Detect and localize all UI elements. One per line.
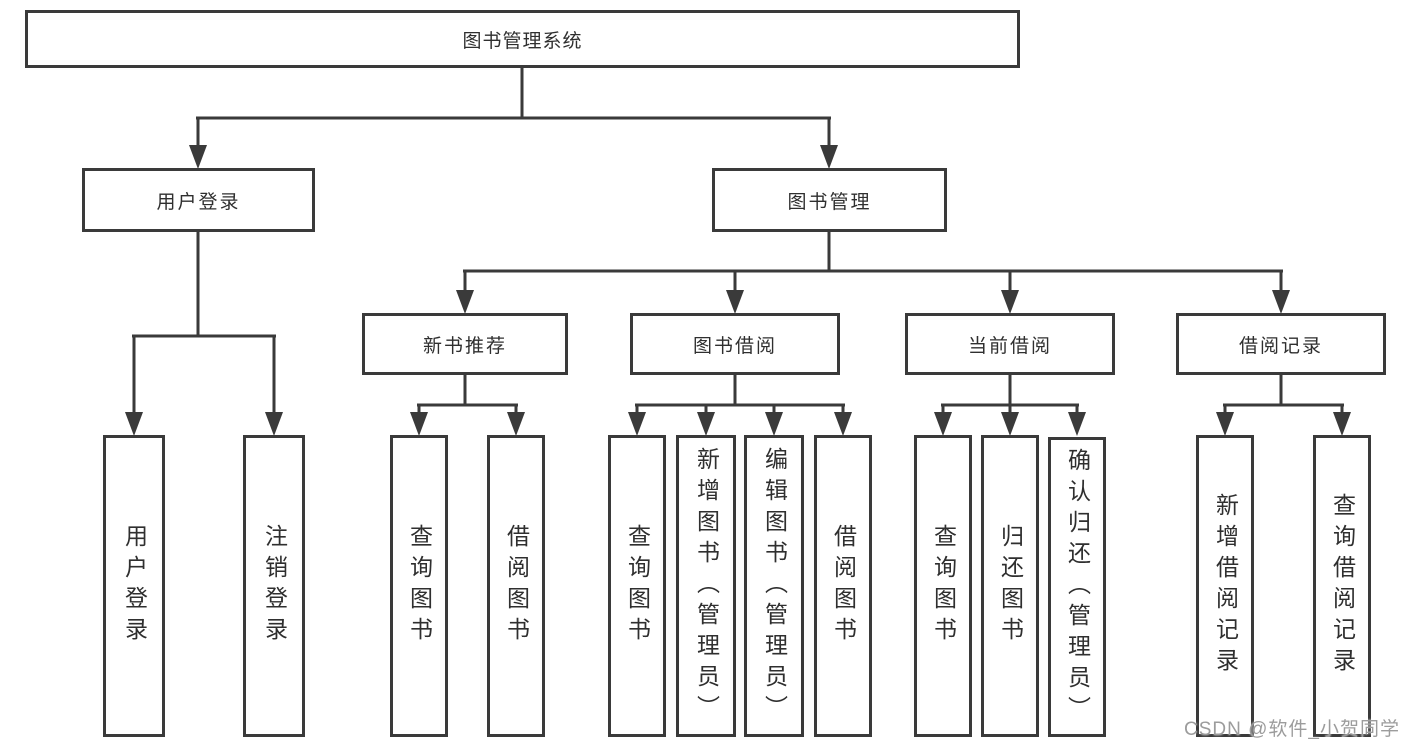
leaf-current-query-books-label: 查询图书 xyxy=(930,524,957,648)
leaf-borrow-query-books-label: 查询图书 xyxy=(624,524,651,648)
leaf-borrow-borrow-books-label: 借阅图书 xyxy=(830,524,857,648)
leaf-borrow-add-book-admin: 新增图书（管理员） xyxy=(676,435,736,737)
node-library-system: 图书管理系统 xyxy=(25,10,1020,68)
leaf-records-query-record: 查询借阅记录 xyxy=(1313,435,1371,737)
node-current-borrow-label: 当前借阅 xyxy=(967,335,1052,357)
node-current-borrow: 当前借阅 xyxy=(905,313,1115,375)
csdn-watermark: CSDN @软件_小贺同学 xyxy=(1184,719,1400,740)
leaf-records-add-record-label: 新增借阅记录 xyxy=(1212,493,1239,679)
node-book-management: 图书管理 xyxy=(712,168,947,232)
leaf-current-return-books-label: 归还图书 xyxy=(997,524,1024,648)
leaf-newbook-query-books: 查询图书 xyxy=(390,435,448,737)
leaf-user-login-label: 用户登录 xyxy=(121,524,148,648)
leaf-borrow-edit-book-admin-label: 编辑图书（管理员） xyxy=(761,446,788,726)
leaf-newbook-borrow-books-label: 借阅图书 xyxy=(503,524,530,648)
leaf-current-confirm-return-admin-label: 确认归还（管理员） xyxy=(1064,447,1091,727)
leaf-newbook-query-books-label: 查询图书 xyxy=(406,524,433,648)
node-book-borrow-label: 图书借阅 xyxy=(692,335,777,357)
leaf-newbook-borrow-books: 借阅图书 xyxy=(487,435,545,737)
node-new-book-recommend: 新书推荐 xyxy=(362,313,568,375)
leaf-logout-label: 注销登录 xyxy=(261,524,288,648)
leaf-current-confirm-return-admin: 确认归还（管理员） xyxy=(1048,437,1106,737)
node-book-management-label: 图书管理 xyxy=(787,191,872,213)
leaf-borrow-add-book-admin-label: 新增图书（管理员） xyxy=(693,446,720,726)
node-user-login-label: 用户登录 xyxy=(156,191,241,213)
leaf-records-add-record: 新增借阅记录 xyxy=(1196,435,1254,737)
node-new-book-recommend-label: 新书推荐 xyxy=(422,335,507,357)
node-user-login: 用户登录 xyxy=(82,168,315,232)
node-borrow-records: 借阅记录 xyxy=(1176,313,1386,375)
node-borrow-records-label: 借阅记录 xyxy=(1238,335,1323,357)
leaf-borrow-edit-book-admin: 编辑图书（管理员） xyxy=(744,435,804,737)
leaf-borrow-borrow-books: 借阅图书 xyxy=(814,435,872,737)
leaf-borrow-query-books: 查询图书 xyxy=(608,435,666,737)
leaf-current-query-books: 查询图书 xyxy=(914,435,972,737)
leaf-current-return-books: 归还图书 xyxy=(981,435,1039,737)
node-library-system-label: 图书管理系统 xyxy=(462,30,583,52)
leaf-user-login: 用户登录 xyxy=(103,435,165,737)
leaf-records-query-record-label: 查询借阅记录 xyxy=(1329,493,1356,679)
leaf-logout: 注销登录 xyxy=(243,435,305,737)
node-book-borrow: 图书借阅 xyxy=(630,313,840,375)
